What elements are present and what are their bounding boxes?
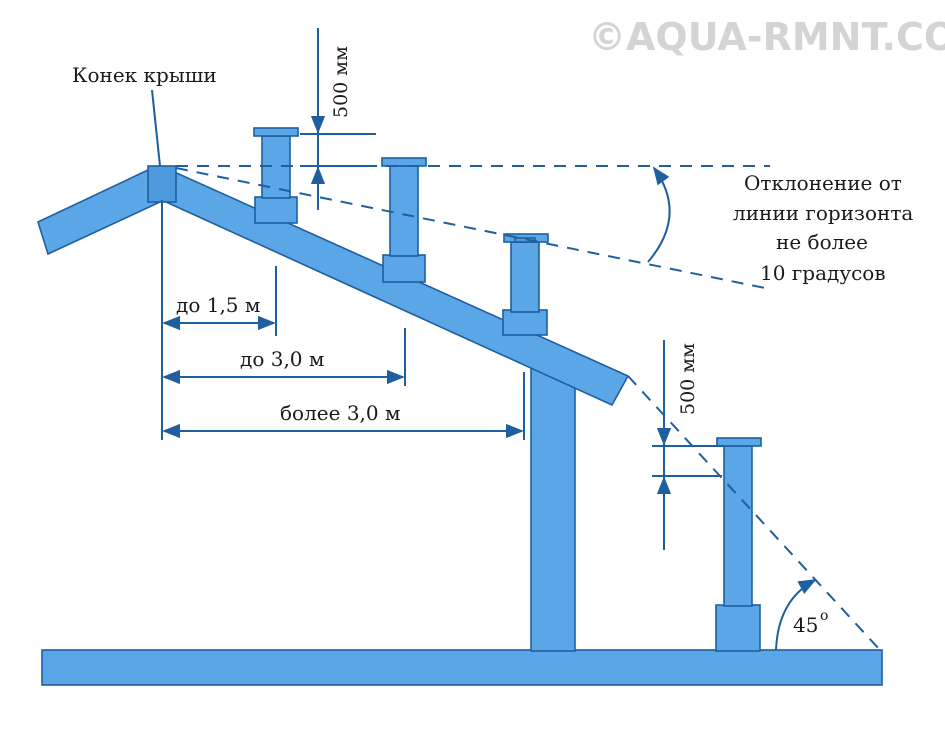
angle-45-unit: o (820, 608, 828, 624)
watermark: ©AQUA-RMNT.COM (588, 15, 945, 59)
dimension-500-right (652, 340, 724, 550)
ten-degree-line (175, 167, 766, 289)
ridge-block (147, 165, 177, 203)
dimension-500-top (300, 28, 376, 210)
ridge-label: Конек крыши (72, 63, 217, 87)
angle-arc-10 (647, 166, 671, 263)
deviation-line-4: 10 градусов (760, 261, 886, 285)
chimney-3 (502, 233, 549, 336)
deviation-line-2: линии горизонта (733, 201, 913, 225)
angle-45-label: 45 (793, 613, 818, 637)
roof-right-slab (146, 169, 630, 407)
angle-arc-45 (775, 579, 817, 651)
deviation-line-3: не более (776, 230, 868, 254)
roof-left-slab (37, 168, 162, 256)
chimney-1 (253, 127, 299, 224)
distance-3-label: более 3,0 м (280, 401, 401, 425)
chimney-2 (381, 157, 427, 283)
ridge-pointer (151, 89, 161, 167)
height-label-top: 500 мм (330, 46, 352, 118)
chimney-3-stack (530, 364, 576, 652)
distance-2-label: до 3,0 м (240, 347, 324, 371)
deviation-line-1: Отклонение от (744, 171, 902, 195)
chimney-4 (715, 437, 762, 652)
floor-beam (41, 649, 883, 686)
height-label-right: 500 мм (677, 343, 699, 415)
distance-1-label: до 1,5 м (176, 293, 260, 317)
